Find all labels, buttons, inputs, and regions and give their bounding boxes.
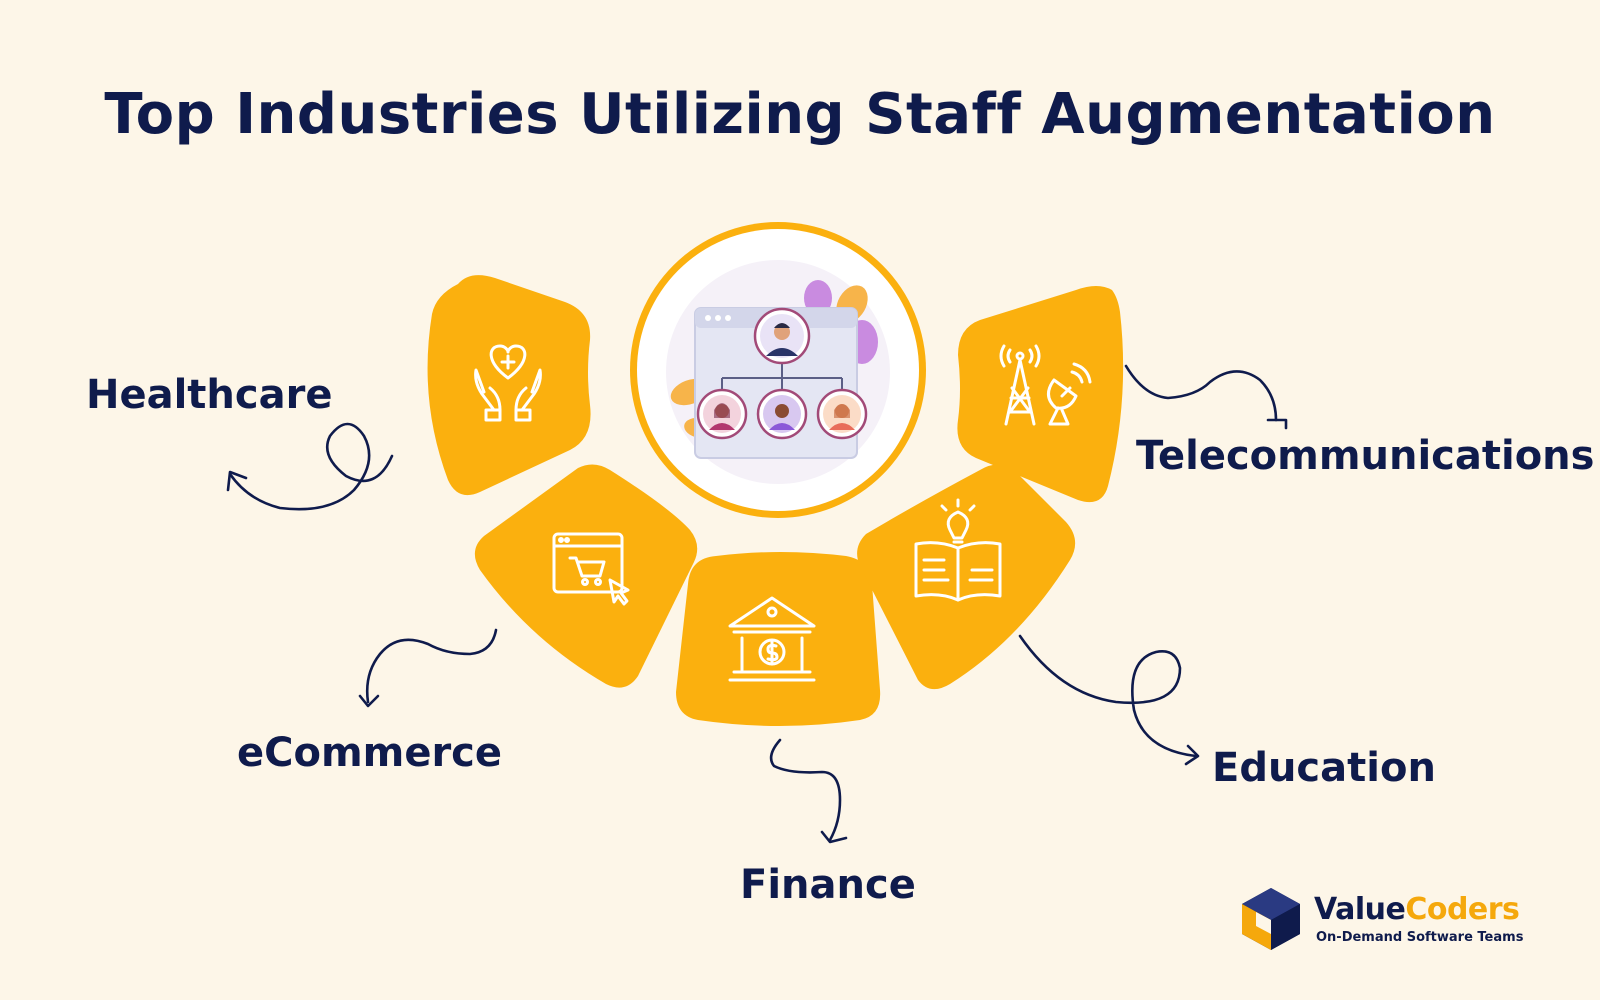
page-title: Top Industries Utilizing Staff Augmentat… bbox=[104, 82, 1496, 147]
label-finance: Finance bbox=[740, 862, 916, 908]
bank-dollar-icon bbox=[728, 596, 816, 682]
logo-name-coders: Coders bbox=[1405, 892, 1520, 927]
label-telecommunications: Telecommunications bbox=[1136, 433, 1595, 479]
education-segment bbox=[857, 464, 1076, 690]
education-arrow bbox=[1018, 634, 1198, 758]
healthcare-hands-heart-icon bbox=[474, 344, 542, 422]
healthcare-arrow bbox=[228, 422, 394, 511]
valuecoders-logo: ValueCoders On-Demand Software Teams bbox=[1238, 884, 1538, 954]
label-education: Education bbox=[1212, 745, 1436, 791]
healthcare-segment bbox=[427, 275, 591, 496]
label-healthcare: Healthcare bbox=[86, 372, 333, 418]
antenna-satellite-icon bbox=[999, 344, 1092, 426]
connector-arrows bbox=[226, 364, 1288, 844]
telecom-arrow bbox=[1124, 364, 1278, 422]
logo-mark-icon bbox=[1242, 888, 1300, 950]
team-hierarchy-icon bbox=[694, 307, 868, 459]
label-ecommerce: eCommerce bbox=[237, 730, 503, 776]
finance-arrow bbox=[769, 738, 842, 842]
logo-wordmark: ValueCoders bbox=[1314, 892, 1520, 927]
logo-name-value: Value bbox=[1314, 892, 1406, 927]
telecom-segment bbox=[957, 286, 1124, 503]
logo-tagline: On-Demand Software Teams bbox=[1316, 930, 1524, 945]
finance-segment bbox=[676, 552, 881, 726]
book-lightbulb-icon bbox=[914, 498, 1002, 602]
ecommerce-arrow bbox=[365, 628, 498, 704]
shopping-cart-browser-icon bbox=[552, 532, 630, 606]
